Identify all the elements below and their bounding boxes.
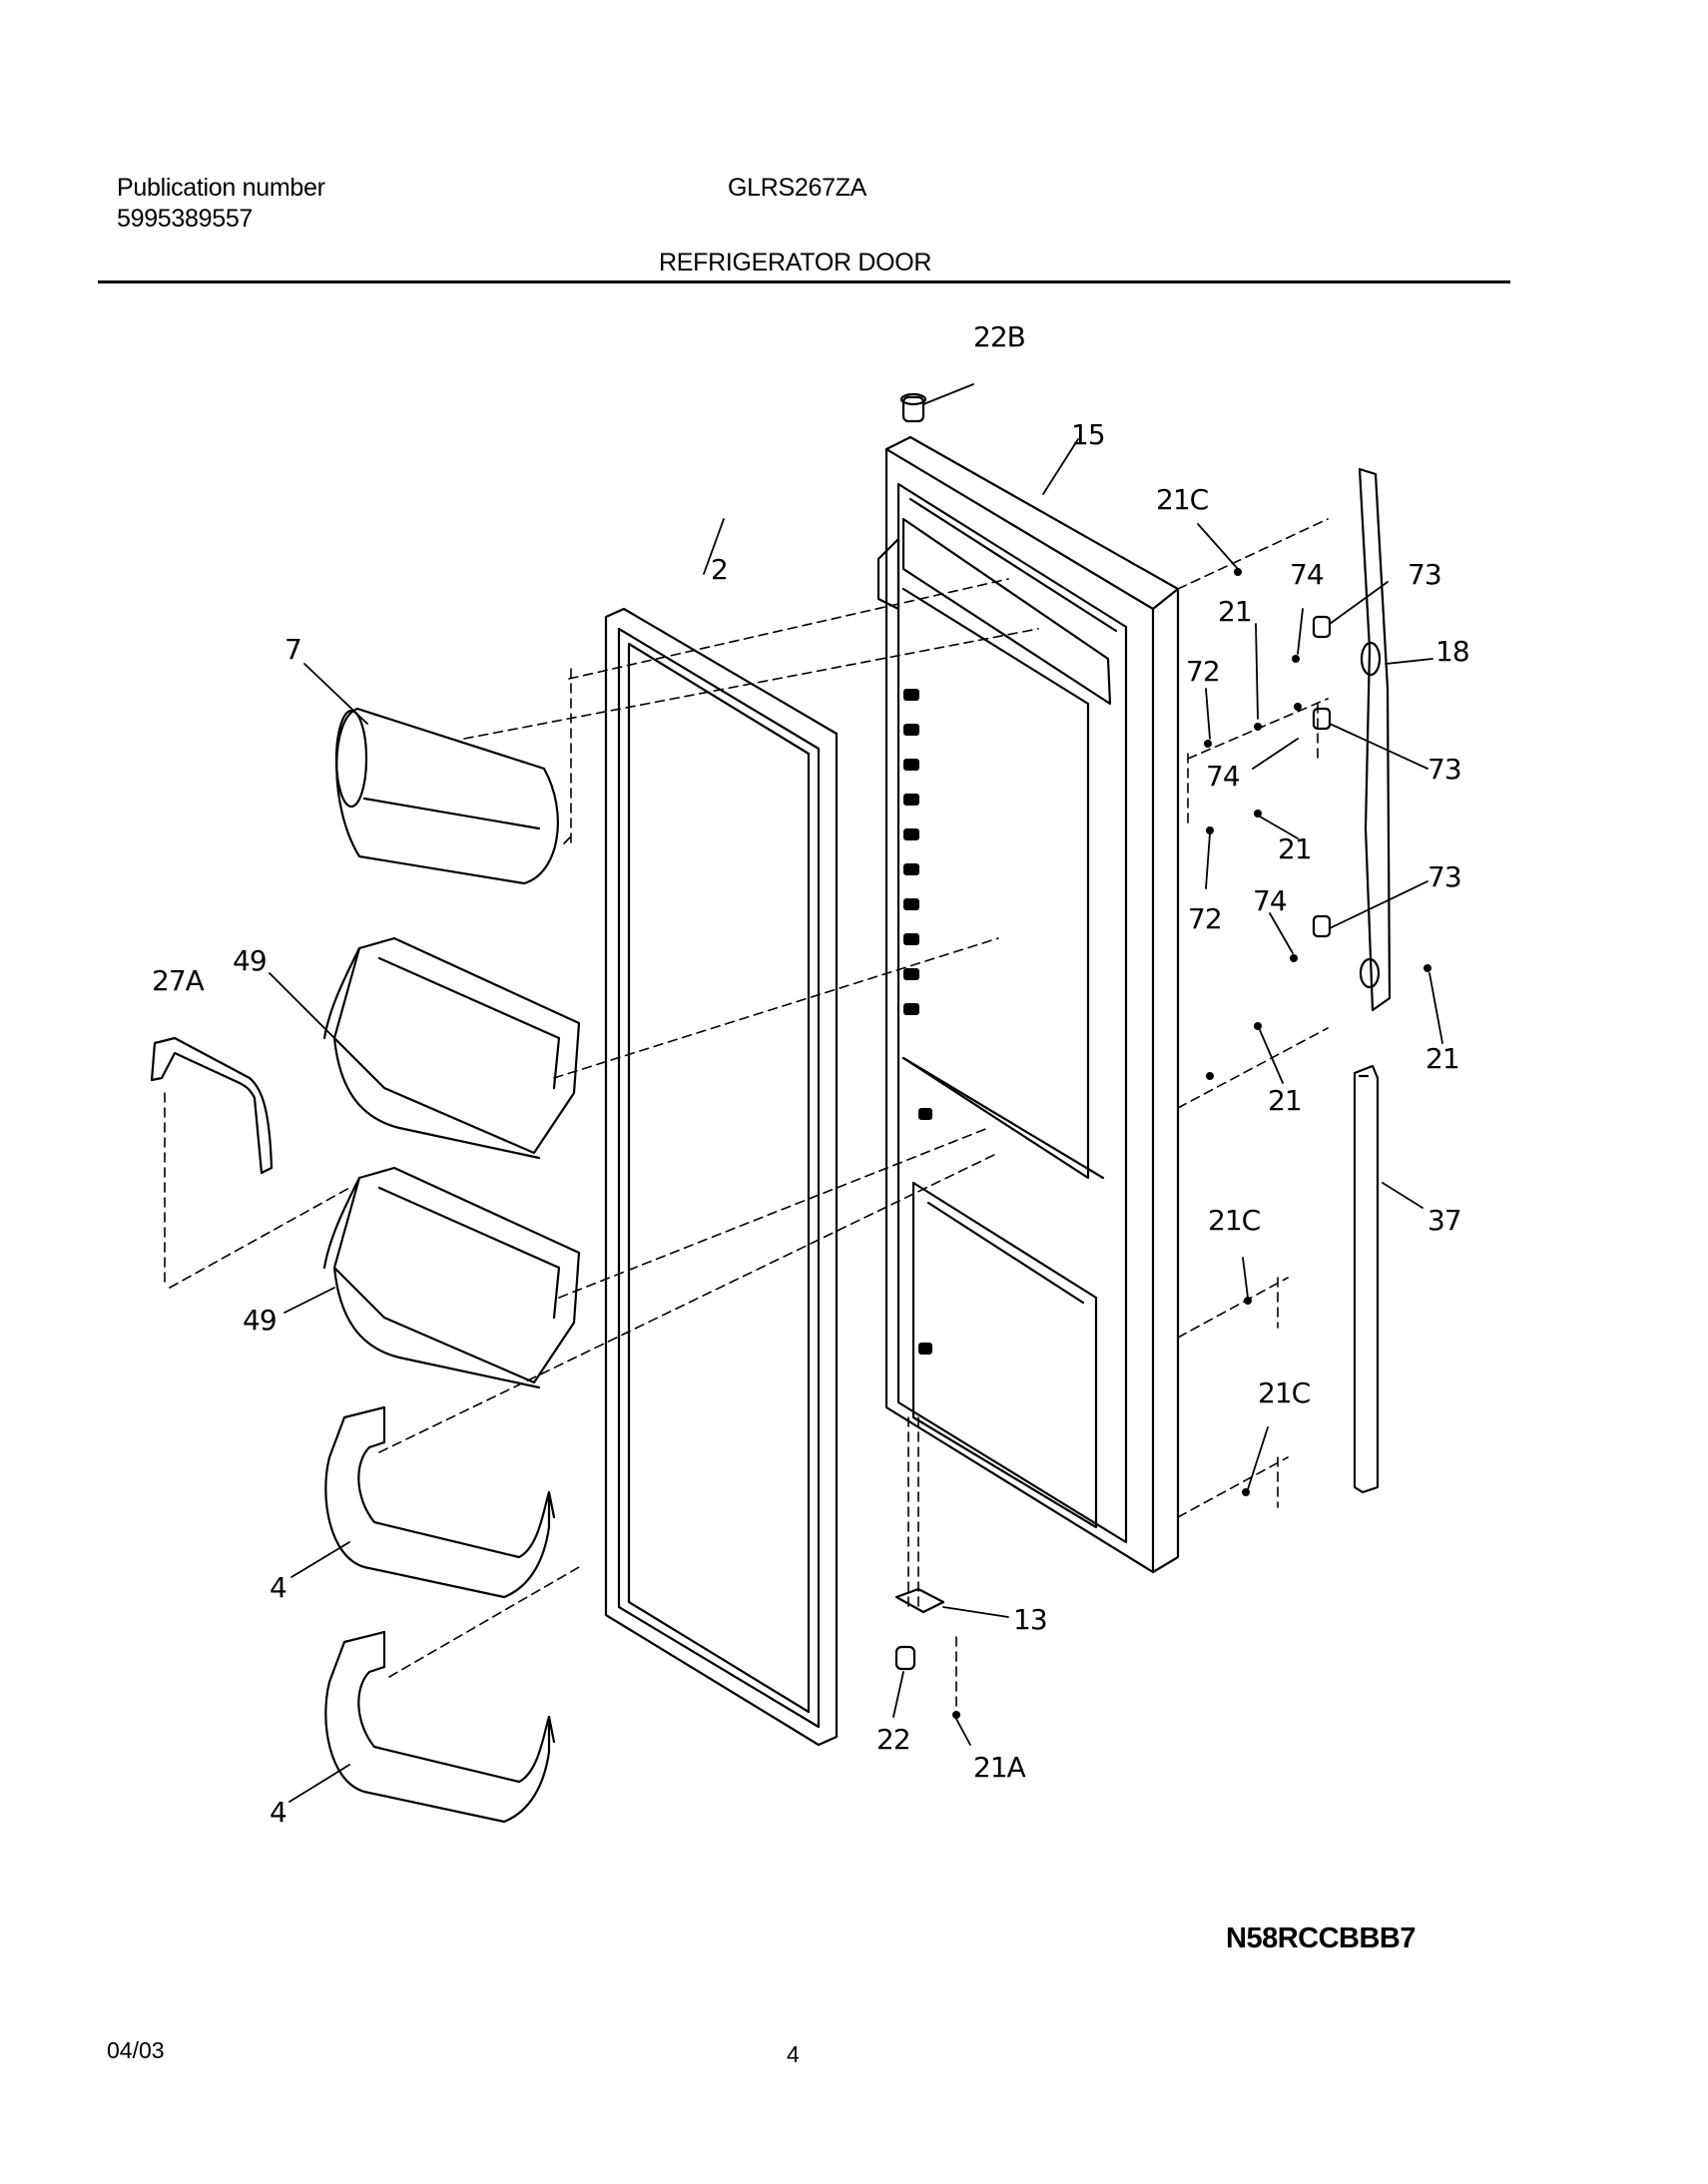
callout-72-lower: 72 xyxy=(1188,902,1222,935)
hinge-cover-part-37 xyxy=(1353,1064,1380,1494)
callout-2: 2 xyxy=(711,553,728,586)
callout-21-middle: 21 xyxy=(1278,832,1312,865)
callout-4-upper: 4 xyxy=(270,1571,286,1604)
part-callouts: 22B 15 21C 2 74 73 21 18 7 72 74 73 21 7… xyxy=(152,320,1470,1829)
drawing-code: N58RCCBBB7 xyxy=(1226,1922,1417,1954)
liner-shelf-buttons xyxy=(903,689,932,1355)
hinge-bushing-part-22b xyxy=(899,392,927,423)
callout-49-upper: 49 xyxy=(233,944,267,977)
callout-73-top: 73 xyxy=(1408,558,1441,591)
callout-18: 18 xyxy=(1435,635,1469,668)
callout-21c-top: 21C xyxy=(1156,483,1209,516)
callout-21c-middle: 21C xyxy=(1208,1204,1261,1237)
publication-number: 5995389557 xyxy=(117,205,254,233)
door-bin-part-49-upper xyxy=(322,936,581,1160)
callout-74-middle: 74 xyxy=(1206,760,1240,793)
callout-37: 37 xyxy=(1427,1204,1461,1237)
bushing-part-22 xyxy=(894,1645,916,1671)
shelf-bin-part-4-upper xyxy=(324,1405,556,1599)
bottom-hinge-part-13 xyxy=(894,1587,945,1614)
model-number: GLRS267ZA xyxy=(728,174,867,202)
publication-label: Publication number xyxy=(117,174,325,202)
callout-leader-lines xyxy=(269,383,1443,1803)
callout-74-lower: 74 xyxy=(1253,884,1287,917)
header-divider xyxy=(98,280,1510,283)
callout-21-lower: 21 xyxy=(1268,1084,1302,1117)
callout-22: 22 xyxy=(876,1723,910,1756)
section-title: REFRIGERATOR DOOR xyxy=(659,249,932,276)
callout-72-upper: 72 xyxy=(1186,655,1220,688)
door-bin-part-49-lower xyxy=(322,1166,581,1389)
door-liner-part-15 xyxy=(876,435,1180,1574)
dairy-door-part-7 xyxy=(334,707,559,885)
callout-13: 13 xyxy=(1013,1603,1047,1636)
callout-21-right: 21 xyxy=(1425,1042,1459,1075)
callout-7: 7 xyxy=(285,633,301,666)
callout-15: 15 xyxy=(1071,418,1105,451)
callout-21a: 21A xyxy=(973,1751,1026,1784)
callout-27a: 27A xyxy=(152,964,205,997)
hinge-bracket-part-18 xyxy=(1358,467,1392,1012)
callout-4-lower: 4 xyxy=(270,1796,286,1829)
callout-73-lower: 73 xyxy=(1427,860,1461,893)
callout-21-upper: 21 xyxy=(1218,595,1252,628)
footer-date: 04/03 xyxy=(107,2037,165,2063)
callout-74-top: 74 xyxy=(1290,558,1324,591)
handle-part-27a xyxy=(150,1036,274,1175)
callout-73-middle: 73 xyxy=(1427,753,1461,786)
page-number: 4 xyxy=(787,2041,800,2067)
callout-22b: 22B xyxy=(973,320,1025,353)
shelf-bin-part-4-lower xyxy=(324,1630,556,1824)
hinge-bushings-part-73 xyxy=(1312,615,1332,938)
door-gasket-part-2 xyxy=(604,607,839,1747)
fastener-screws xyxy=(952,568,1431,1719)
callout-49-lower: 49 xyxy=(243,1304,277,1337)
callout-21c-bottom: 21C xyxy=(1258,1376,1311,1409)
